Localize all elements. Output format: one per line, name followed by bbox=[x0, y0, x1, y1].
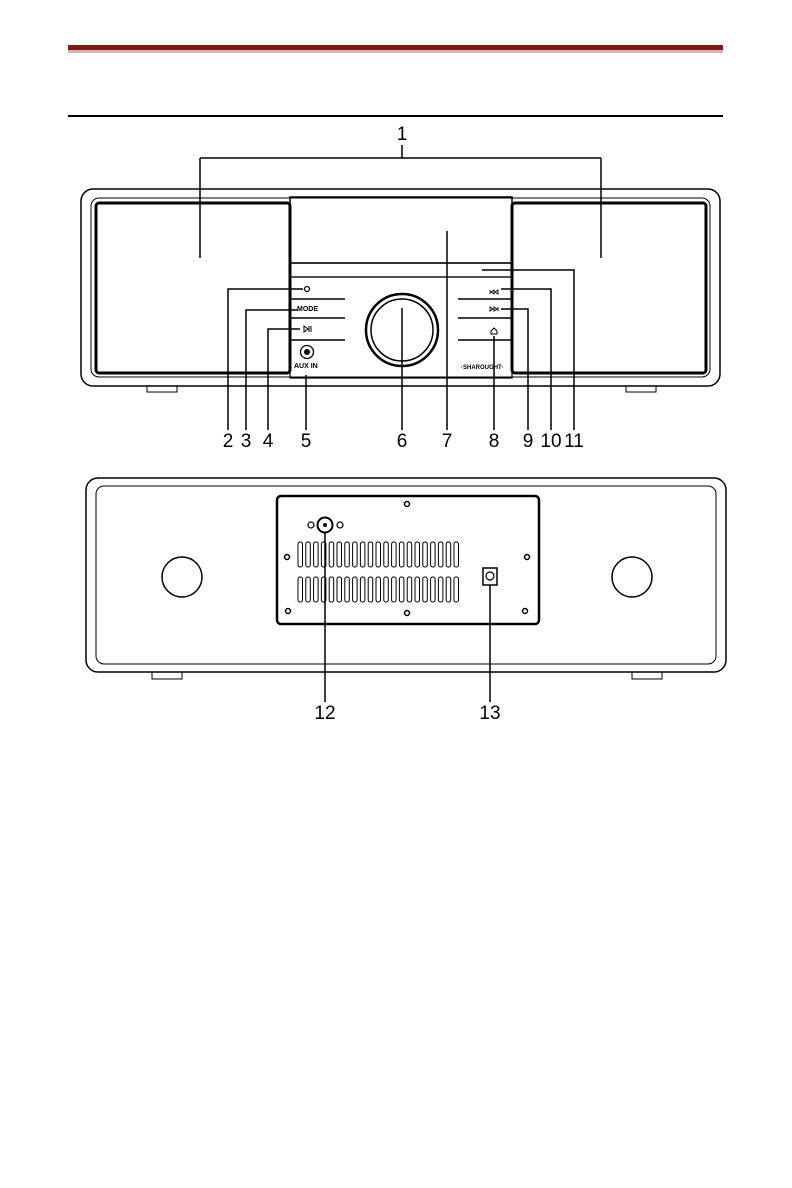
vent-slot bbox=[384, 577, 389, 602]
callout-2: 2 bbox=[223, 432, 234, 451]
rear-port-right bbox=[612, 557, 652, 597]
vent-slot bbox=[415, 542, 420, 567]
vent-slot bbox=[407, 577, 412, 602]
display-area bbox=[290, 197, 512, 263]
vent-slot bbox=[329, 542, 334, 567]
callout-5: 5 bbox=[301, 432, 312, 451]
vent-slot bbox=[345, 542, 350, 567]
vent-slot bbox=[360, 542, 365, 567]
vent-slot bbox=[306, 542, 311, 567]
right-speaker-grille bbox=[512, 203, 706, 373]
callout-9: 9 bbox=[523, 432, 534, 451]
brand-logo: ·SHAROUGHT· bbox=[461, 365, 504, 372]
vent-slot bbox=[298, 542, 303, 567]
vent-slot bbox=[306, 577, 311, 602]
callout-12: 12 bbox=[314, 704, 335, 723]
vent-slot bbox=[345, 577, 350, 602]
rear-panel bbox=[277, 496, 539, 624]
vent-slot bbox=[314, 542, 319, 567]
vent-slot bbox=[353, 542, 358, 567]
vent-slot bbox=[415, 577, 420, 602]
vent-slot bbox=[454, 577, 459, 602]
callout-6: 6 bbox=[397, 432, 408, 451]
display-strip bbox=[290, 263, 512, 277]
vent-slot bbox=[431, 577, 436, 602]
left-speaker-grille bbox=[96, 203, 290, 373]
vent-slot bbox=[376, 577, 381, 602]
vent-slot bbox=[438, 542, 443, 567]
play-pause-icon bbox=[304, 326, 311, 332]
dc-in-socket bbox=[483, 568, 497, 585]
vent-slot bbox=[446, 542, 451, 567]
vent-slot bbox=[392, 577, 397, 602]
front-inner-frame bbox=[91, 198, 710, 377]
next-icon bbox=[490, 307, 498, 311]
callout-13: 13 bbox=[479, 704, 500, 723]
rear-view bbox=[86, 478, 726, 702]
vent-slot bbox=[368, 577, 373, 602]
rear-foot-right bbox=[632, 672, 662, 679]
vent-slot bbox=[329, 577, 334, 602]
rear-inner-frame bbox=[96, 486, 716, 664]
rear-outer-frame bbox=[86, 478, 726, 672]
mode-button: MODE bbox=[297, 306, 318, 313]
vent-slot bbox=[337, 542, 342, 567]
vent-slot bbox=[399, 577, 404, 602]
vent-slot bbox=[353, 577, 358, 602]
rear-foot-left bbox=[152, 672, 182, 679]
callout-7: 7 bbox=[442, 432, 453, 451]
vent-slot bbox=[392, 542, 397, 567]
vent-slot bbox=[454, 542, 459, 567]
vent-slot bbox=[423, 577, 428, 602]
callout-10: 10 bbox=[540, 432, 561, 451]
callout-11: 11 bbox=[564, 432, 584, 451]
vent-slot bbox=[446, 577, 451, 602]
vent-slot bbox=[384, 542, 389, 567]
aux-in-label: AUX IN bbox=[294, 363, 318, 370]
vent-slot bbox=[368, 542, 373, 567]
power-icon bbox=[305, 287, 310, 292]
callout-8: 8 bbox=[489, 432, 500, 451]
control-panel bbox=[290, 277, 512, 378]
vent-slot bbox=[337, 577, 342, 602]
prev-icon bbox=[490, 290, 498, 294]
front-view bbox=[81, 145, 720, 430]
vent-slot bbox=[407, 542, 412, 567]
callout-1: 1 bbox=[397, 125, 408, 144]
vent-slot bbox=[431, 542, 436, 567]
vent-slot bbox=[438, 577, 443, 602]
front-foot-left bbox=[147, 386, 177, 392]
vent-slot bbox=[399, 542, 404, 567]
vent-slot bbox=[360, 577, 365, 602]
vent-slot bbox=[314, 577, 319, 602]
front-outer-frame bbox=[81, 189, 720, 386]
rear-port-left bbox=[162, 557, 202, 597]
callout-3: 3 bbox=[241, 432, 252, 451]
callout-4: 4 bbox=[263, 432, 274, 451]
vent-slot bbox=[423, 542, 428, 567]
front-foot-right bbox=[626, 386, 656, 392]
vent-slot bbox=[376, 542, 381, 567]
vent-slots bbox=[298, 542, 459, 602]
vent-slot bbox=[298, 577, 303, 602]
home-icon bbox=[491, 328, 497, 334]
